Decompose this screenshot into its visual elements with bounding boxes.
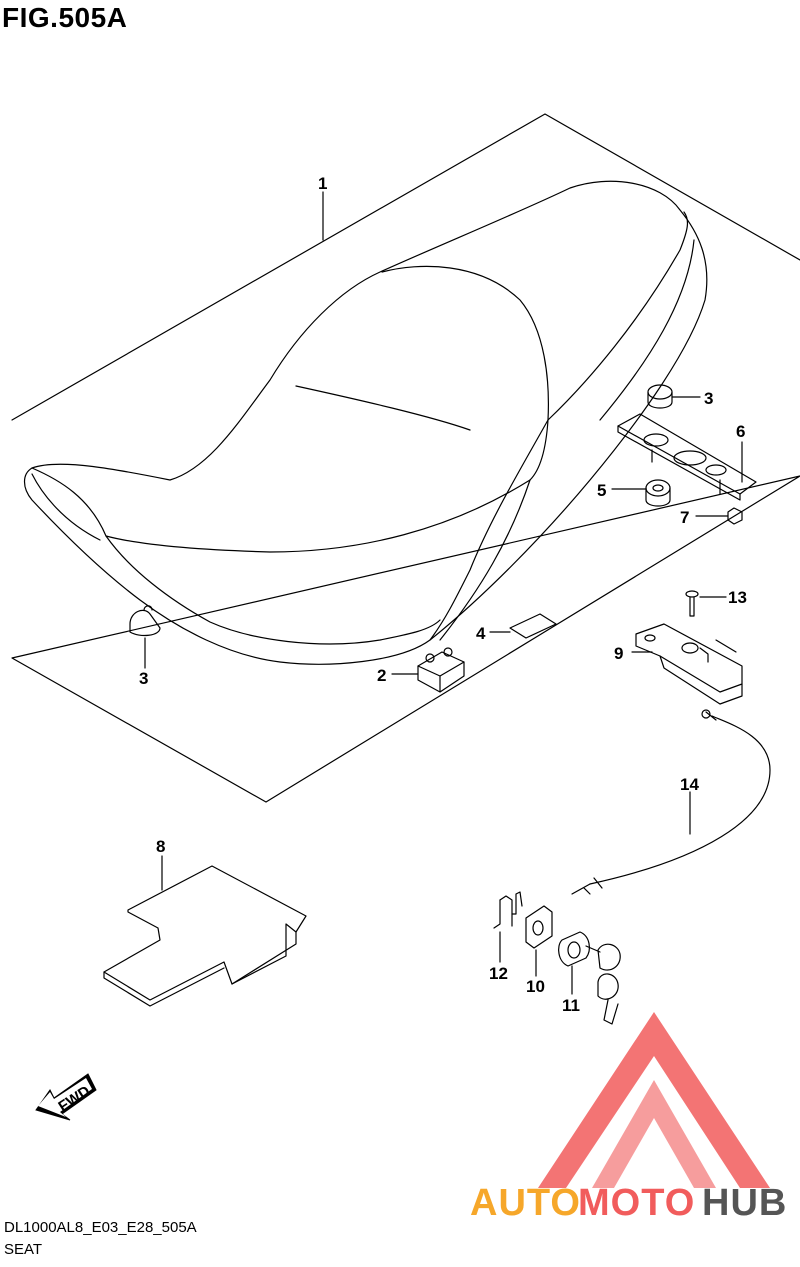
watermark-brand: AUTO MOTO HUB [470,1182,787,1224]
plate-drawing [525,905,553,949]
callout-6: 6 [736,422,745,441]
callout-14: 14 [680,775,699,794]
brand-auto: AUTO [470,1182,581,1224]
cushion-lower-drawing [129,605,161,637]
callout-3-upper: 3 [704,389,713,408]
nut-drawing [727,507,743,525]
latch-drawing [635,623,743,705]
callout-2: 2 [377,666,386,685]
label-drawing [509,613,557,639]
seat-drawing [23,180,708,665]
cushion-upper-drawing [647,384,673,409]
cover-plate-drawing [103,865,307,1007]
callout-9: 9 [614,644,623,663]
bracket-drawing [617,413,757,501]
figure-code: DL1000AL8_E03_E28_505A [4,1219,197,1236]
callout-12: 12 [489,964,508,983]
assembly-box [11,113,800,803]
callout-5: 5 [597,481,606,500]
callout-10: 10 [526,977,545,996]
leader-lines [144,191,743,995]
damper-drawing [417,647,465,693]
callout-8: 8 [156,837,165,856]
brand-moto: MOTO [578,1182,695,1224]
cable-drawing [571,709,771,895]
lock-drawing [558,931,621,1025]
brand-hub: HUB [702,1182,787,1224]
figure-name: SEAT [4,1241,43,1258]
callout-3-lower: 3 [139,669,148,688]
callout-11: 11 [562,996,580,1015]
callout-13: 13 [728,588,747,607]
callout-7: 7 [680,508,689,527]
triangle-logo-icon [538,1012,770,1188]
clip-drawing [493,891,523,929]
callout-4: 4 [476,624,486,643]
callout-labels: 1 2 3 3 4 5 6 7 8 9 10 11 12 13 14 [139,174,747,1015]
callout-1: 1 [318,174,327,193]
screw-drawing [685,590,699,617]
grommet-drawing [645,479,671,507]
fwd-arrow-icon: FWD [35,1073,97,1121]
figure-title: FIG.505A [2,2,128,33]
